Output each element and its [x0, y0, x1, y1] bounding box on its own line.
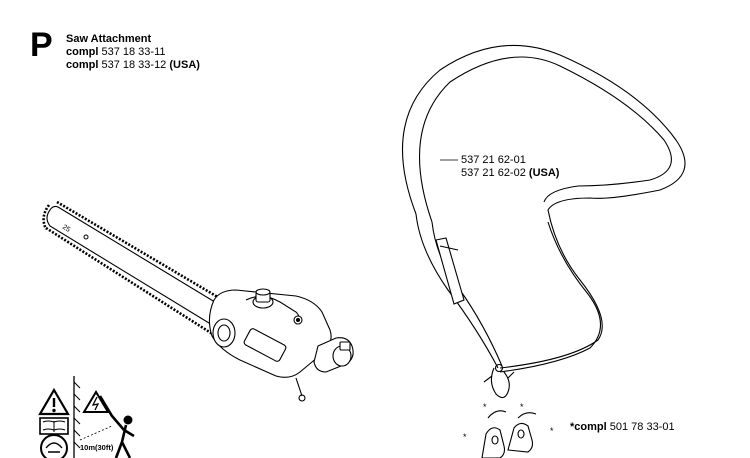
- star-marker-1: *: [463, 432, 467, 442]
- part-line-2-suffix: (USA): [169, 59, 200, 71]
- harness-part-line-2-number: 537 21 62-02: [461, 167, 526, 179]
- harness-part-line-2: 537 21 62-02 (USA): [461, 167, 559, 180]
- part-line-2: compl 537 18 33-12 (USA): [66, 59, 200, 72]
- harness-part-line-1: 537 21 62-01: [461, 154, 526, 166]
- shoulder-harness: [401, 44, 686, 399]
- part-line-2-number: 537 18 33-12: [101, 59, 167, 71]
- section-header: Saw Attachment compl 537 18 33-11 compl …: [66, 33, 200, 72]
- star-marker-2: *: [550, 426, 554, 436]
- bar-marking: 25: [61, 224, 71, 234]
- star-marker-3: *: [483, 402, 487, 412]
- harness-part-line-2-suffix: (USA): [528, 167, 560, 179]
- chain-bar: [42, 200, 239, 342]
- part-line-1: compl 537 18 33-11: [66, 46, 200, 59]
- part-line-1-prefix: compl: [66, 46, 99, 58]
- clip-part-number: 501 78 33-01: [609, 421, 675, 433]
- helmet-ear-eye-protection-icon: [40, 434, 68, 458]
- warning-pictograms: [38, 376, 135, 458]
- clip-part-label: *compl 501 78 33-01: [570, 421, 675, 434]
- distance-warning-text: 10m(30ft): [80, 443, 114, 452]
- clip-part-prefix: *compl: [570, 421, 607, 433]
- clip-callout-markers: * * * *: [463, 402, 554, 442]
- clip-hardware: [481, 410, 537, 458]
- harness-part-label: 537 21 62-01 537 21 62-02 (USA): [461, 154, 559, 180]
- section-letter: P: [30, 26, 53, 64]
- section-title: Saw Attachment: [66, 33, 152, 45]
- gearbox-housing: [208, 288, 354, 402]
- worker-figure-icon: [123, 415, 133, 425]
- electrocution-warning-icon: [82, 390, 110, 413]
- star-marker-4: *: [520, 402, 524, 412]
- part-line-1-number: 537 18 33-11: [101, 46, 166, 58]
- part-line-2-prefix: compl: [66, 59, 99, 71]
